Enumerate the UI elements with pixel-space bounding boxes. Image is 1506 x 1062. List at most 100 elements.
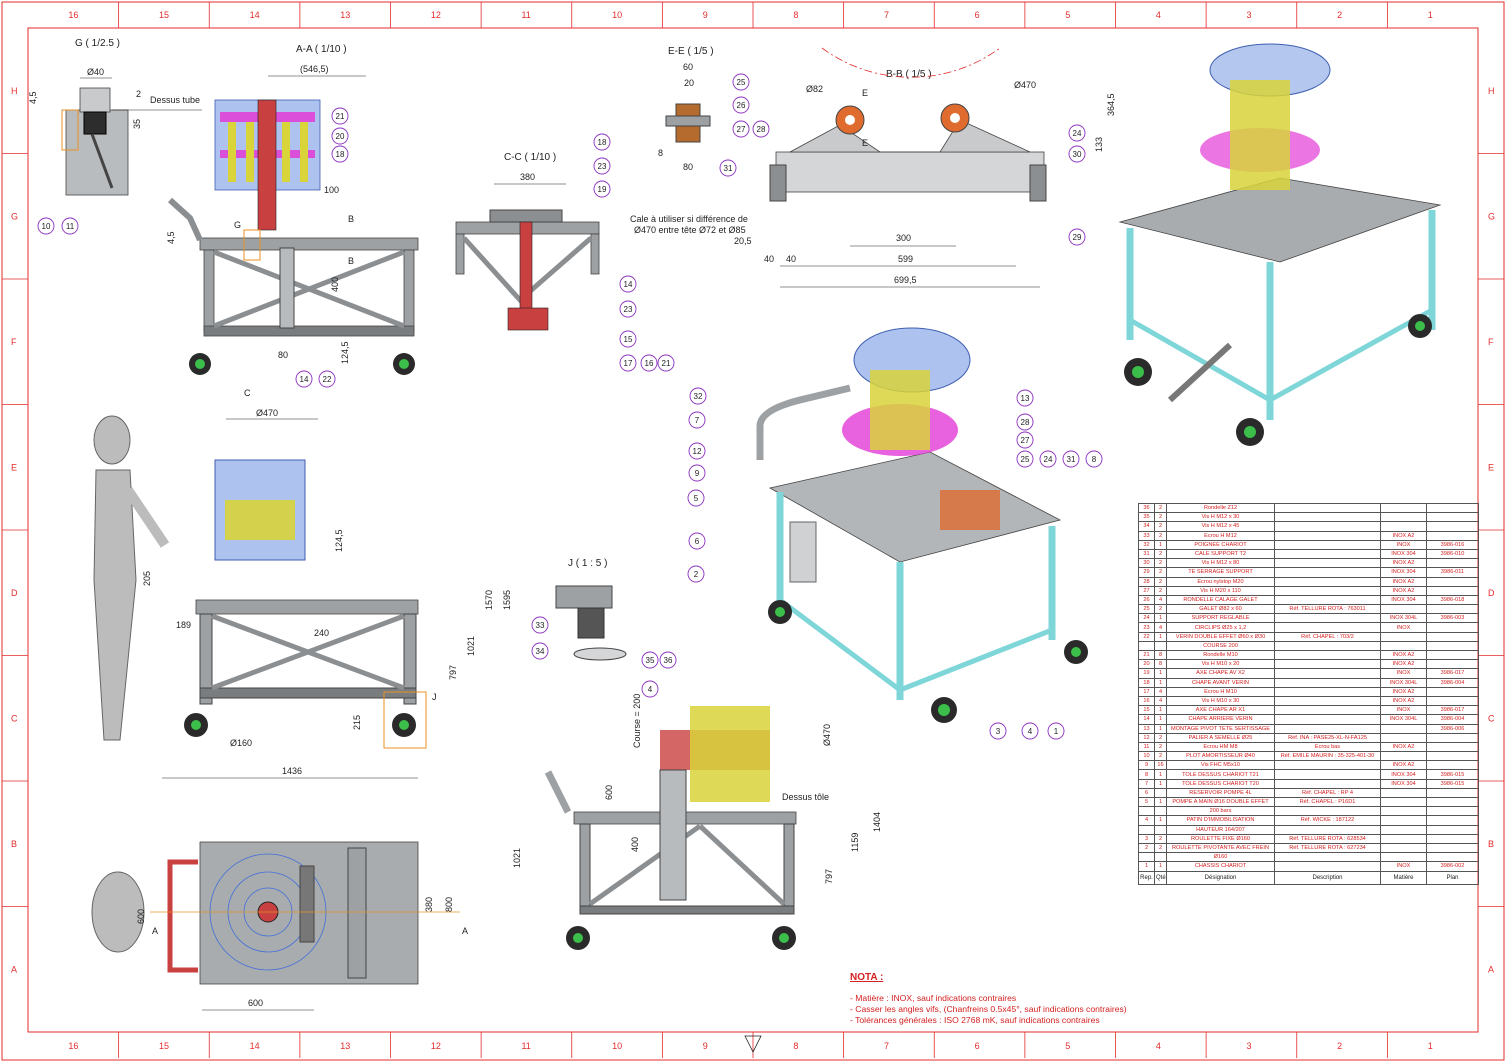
- bom-cell: [1426, 640, 1479, 652]
- bom-cell: Réf. TELLURE ROTA : 763011: [1274, 604, 1381, 615]
- balloon-number: 29: [1073, 233, 1082, 242]
- frame-row-label: F: [1488, 337, 1494, 347]
- bom-cell: [1426, 576, 1479, 587]
- bom-cell: 2: [1154, 530, 1167, 541]
- bom-cell: 4: [1154, 622, 1167, 633]
- balloon-number: 6: [695, 537, 700, 546]
- dim-sv-1404: 1404: [872, 812, 882, 832]
- dim-ee-80: 80: [683, 162, 693, 172]
- dim-fv-215: 215: [352, 715, 362, 730]
- balloon-number: 28: [1021, 418, 1030, 427]
- balloon-iso: [1016, 413, 1034, 431]
- bom-cell: 10: [1138, 751, 1155, 762]
- balloon-number: 17: [624, 359, 633, 368]
- dim-ee-20: 20: [684, 78, 694, 88]
- sec-b-marker-1: B: [348, 214, 354, 224]
- bom-cell: INOX A2: [1380, 558, 1427, 569]
- dim-aa-80: 80: [278, 350, 288, 360]
- bom-cell: [1274, 585, 1381, 596]
- frame-row-label: B: [11, 839, 17, 849]
- bom-cell: 33: [1138, 530, 1155, 541]
- dim-aa-400: 400: [330, 277, 340, 292]
- bom-cell: 2: [1154, 604, 1167, 615]
- balloon-cc: [593, 157, 611, 175]
- view-iso-center: [756, 327, 1088, 723]
- bom-cell: RESERVOIR POMPE 4L: [1166, 787, 1275, 799]
- balloon-number: 10: [42, 222, 51, 231]
- bom-cell: [1380, 604, 1427, 615]
- bom-cell: INOX 304L: [1380, 714, 1427, 725]
- sec-j-marker: J: [432, 692, 437, 702]
- dim-aa-45: 4,5: [166, 231, 176, 244]
- bom-cell: [1380, 521, 1427, 532]
- centering-mark: [744, 1035, 762, 1053]
- bom-cell: CHAPE AVANT VERIN: [1166, 677, 1275, 688]
- frame-col-label: 5: [1065, 10, 1070, 20]
- bom-cell: 1: [1154, 769, 1167, 780]
- balloon-number: 24: [1044, 455, 1053, 464]
- bom-cell: CHAPE ARRIERE VERIN: [1166, 714, 1275, 725]
- bom-cell: 9: [1138, 760, 1155, 771]
- bom-cell: INOX 304: [1380, 548, 1427, 560]
- bom-cell: 2: [1154, 567, 1167, 578]
- balloon-aa: [295, 370, 313, 388]
- dim-g-45: 4,5: [28, 91, 38, 104]
- balloon-iso: [688, 464, 706, 482]
- bom-cell: [1426, 512, 1479, 523]
- frame-col-label: 6: [975, 1041, 980, 1051]
- bom-cell: [1426, 631, 1479, 642]
- bom-cell: INOX A2: [1380, 741, 1427, 753]
- bom-cell: [1274, 530, 1381, 541]
- bom-cell: [1426, 732, 1479, 743]
- bom-cell: [1426, 806, 1479, 817]
- bom-cell: 13: [1138, 723, 1155, 734]
- balloon-number: 20: [336, 132, 345, 141]
- dim-bb-300: 300: [896, 233, 911, 243]
- bom-cell: 11: [1138, 741, 1155, 753]
- bom-cell: GALET Ø82 x 60: [1166, 604, 1275, 615]
- bom-cell: Ø160: [1166, 852, 1275, 863]
- bom-cell: [1380, 806, 1427, 817]
- bom-cell: INOX 304L: [1380, 677, 1427, 688]
- frame-row-label: G: [1488, 211, 1495, 221]
- bom-cell: Vis H M12 x 45: [1166, 521, 1275, 532]
- bom-cell: 4: [1138, 815, 1155, 826]
- sec-a-marker-1: A: [152, 926, 158, 936]
- dim-fv-1245: 124,5: [334, 529, 344, 552]
- bom-cell: INOX: [1380, 539, 1427, 550]
- balloon-number: 31: [1067, 455, 1076, 464]
- bom-cell: ROULETTE FIXE Ø160: [1166, 833, 1275, 844]
- bom-cell: COURSE 200: [1166, 640, 1275, 652]
- dim-fv-1595: 1595: [502, 590, 512, 610]
- bom-cell: 12: [1138, 732, 1155, 743]
- frame-col-label: 16: [68, 1041, 78, 1051]
- bom-cell: [1426, 824, 1479, 835]
- bom-cell: [1426, 796, 1479, 808]
- sec-g-marker: G: [234, 220, 241, 230]
- bom-cell: 18: [1138, 677, 1155, 688]
- bom-cell: [1426, 585, 1479, 596]
- frame-col-label: 2: [1337, 1041, 1342, 1051]
- frame-col-label: 7: [884, 1041, 889, 1051]
- balloon-cc: [640, 354, 658, 372]
- frame-col-label: 15: [159, 1041, 169, 1051]
- bom-cell: 2: [1154, 833, 1167, 844]
- dim-ee-8: 8: [658, 148, 663, 158]
- bom-cell: [1426, 686, 1479, 697]
- bom-cell: INOX: [1380, 705, 1427, 716]
- view-bb-title: B-B ( 1/5 ): [886, 69, 932, 80]
- view-side: Course = 200 Dessus tôle Ø470 600 400 10…: [512, 694, 882, 950]
- dim-bb-133: 133: [1094, 137, 1104, 152]
- balloon-number: 23: [624, 305, 633, 314]
- view-aa-title: A-A ( 1/10 ): [296, 44, 347, 55]
- bom-cell: 35: [1138, 512, 1155, 523]
- view-cc-title: C-C ( 1/10 ): [504, 152, 556, 163]
- balloon-ee: [732, 73, 750, 91]
- frame-col-label: 11: [521, 1041, 530, 1051]
